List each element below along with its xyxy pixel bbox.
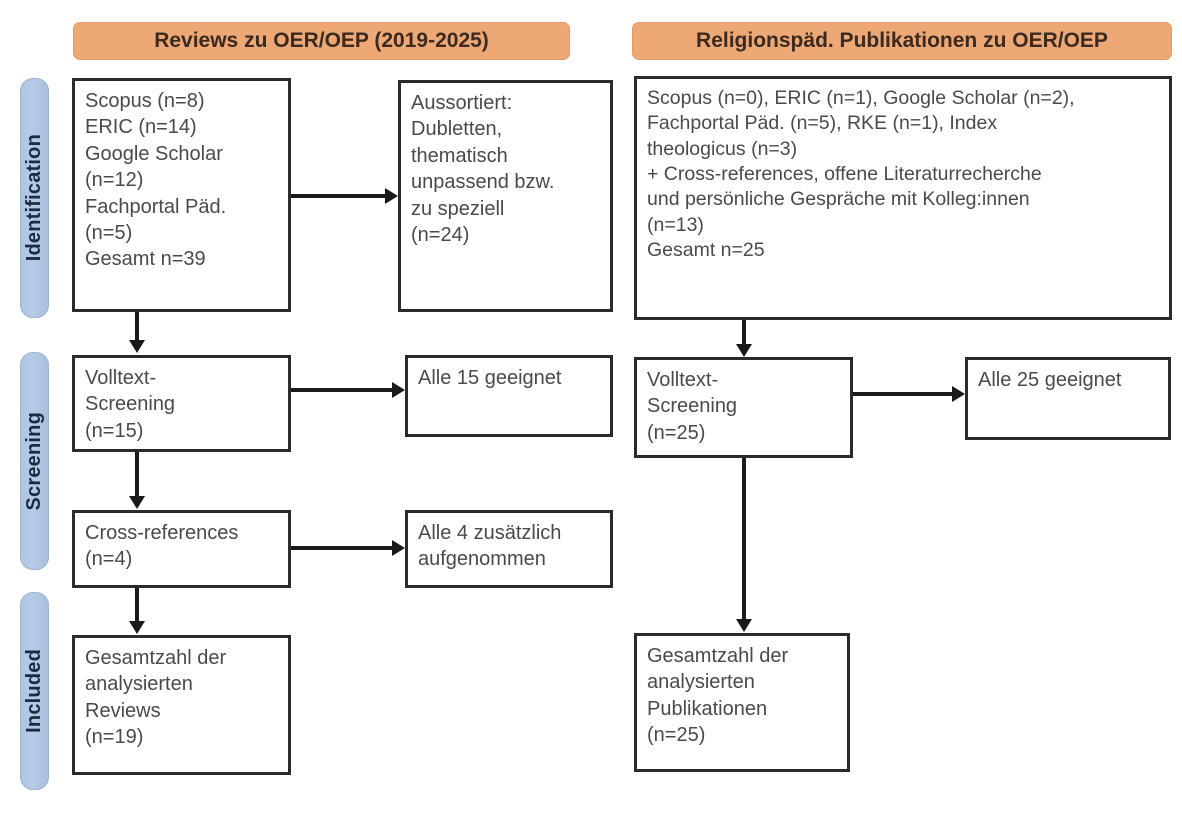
- stage-label-included-text: Included: [23, 649, 45, 733]
- connector-right-identification-to-screening: [742, 320, 746, 346]
- stage-label-identification-text: Identification: [23, 134, 45, 262]
- box-left-excluded: Aussortiert: Dubletten, thematisch unpas…: [398, 80, 613, 312]
- box-left-identification: Scopus (n=8) ERIC (n=14) Google Scholar …: [72, 78, 291, 312]
- arrowhead-right-screening-to-result: [952, 386, 965, 402]
- arrowhead-left-identification-to-screening: [129, 340, 145, 353]
- stage-label-screening: Screening: [20, 352, 49, 570]
- arrowhead-left-screening-to-result: [392, 382, 405, 398]
- arrowhead-left-crossrefs-to-included: [129, 621, 145, 634]
- arrowhead-right-identification-to-screening: [736, 344, 752, 357]
- arrowhead-right-screening-to-included: [736, 619, 752, 632]
- box-left-crossrefs: Cross-references (n=4): [72, 510, 291, 588]
- connector-left-screening-to-result: [291, 388, 393, 392]
- connector-left-crossrefs-to-included: [135, 588, 139, 623]
- arrowhead-left-identification-to-excluded: [385, 188, 398, 204]
- box-right-included: Gesamtzahl der analysierten Publikatione…: [634, 633, 850, 772]
- column-header-reviews: Reviews zu OER/OEP (2019-2025): [73, 22, 570, 60]
- connector-left-identification-to-excluded: [291, 194, 386, 198]
- connector-left-identification-to-screening: [135, 312, 139, 342]
- box-left-screening: Volltext- Screening (n=15): [72, 355, 291, 452]
- box-left-crossrefs-result: Alle 4 zusätzlich aufgenommen: [405, 510, 613, 588]
- box-right-identification: Scopus (n=0), ERIC (n=1), Google Scholar…: [634, 76, 1172, 320]
- box-right-screening: Volltext- Screening (n=25): [634, 357, 853, 458]
- column-header-publications-text: Religionspäd. Publikationen zu OER/OEP: [696, 29, 1108, 52]
- stage-label-identification: Identification: [20, 78, 49, 318]
- arrowhead-left-crossrefs-to-result: [392, 540, 405, 556]
- box-left-screening-result: Alle 15 geeignet: [405, 355, 613, 437]
- stage-label-screening-text: Screening: [23, 411, 45, 511]
- connector-left-crossrefs-to-result: [291, 546, 393, 550]
- arrowhead-left-screening-to-crossrefs: [129, 496, 145, 509]
- column-header-publications: Religionspäd. Publikationen zu OER/OEP: [632, 22, 1172, 60]
- connector-right-screening-to-result: [853, 392, 953, 396]
- connector-right-screening-to-included: [742, 458, 746, 621]
- box-right-screening-result: Alle 25 geeignet: [965, 357, 1171, 440]
- column-header-reviews-text: Reviews zu OER/OEP (2019-2025): [154, 29, 489, 52]
- connector-left-screening-to-crossrefs: [135, 452, 139, 498]
- stage-label-included: Included: [20, 592, 49, 790]
- box-left-included: Gesamtzahl der analysierten Reviews (n=1…: [72, 635, 291, 775]
